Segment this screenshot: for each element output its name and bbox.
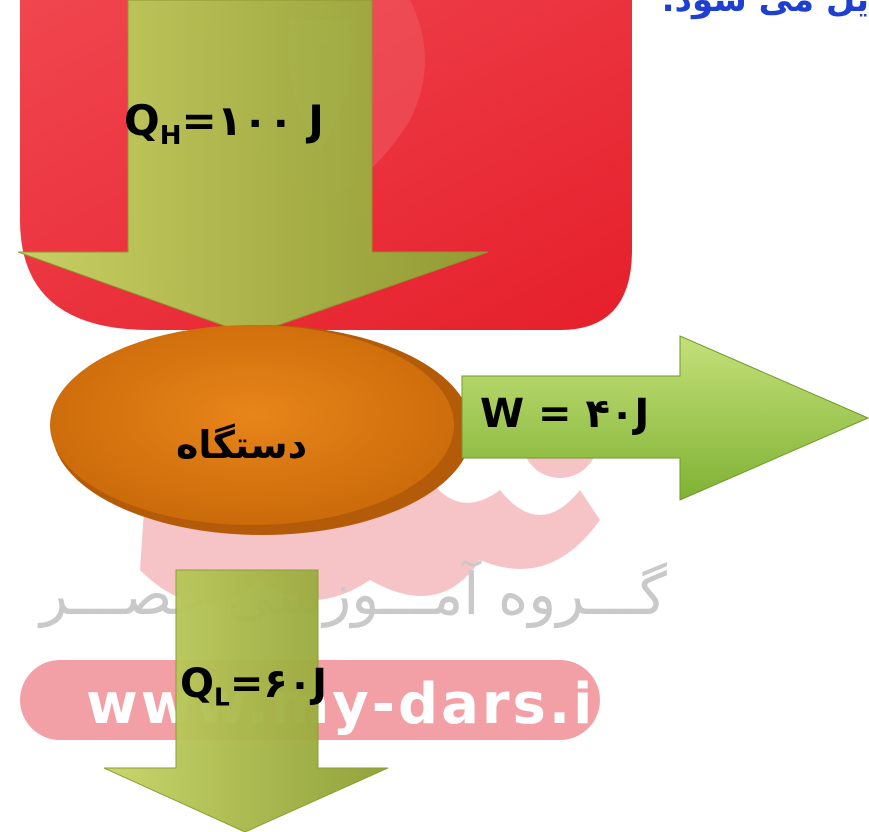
- output-heat-symbol: Q: [180, 661, 215, 707]
- output-heat-subscript: L: [214, 682, 230, 712]
- output-heat-value: =۶۰J: [229, 661, 328, 707]
- device-label: دستگاه: [176, 423, 308, 467]
- input-heat-arrow: [17, 0, 489, 336]
- watermark-url-text: www.my-dars.ir: [86, 672, 626, 737]
- output-heat-arrow: [103, 569, 389, 832]
- input-heat-subscript: H: [159, 121, 182, 152]
- input-heat-symbol: Q: [124, 96, 160, 145]
- input-heat-value: =۱۰۰ J: [181, 96, 324, 145]
- page-heading: یل می شود.: [661, 0, 869, 20]
- input-heat-label: QH=۱۰۰ J: [124, 100, 324, 152]
- work-output-arrow: [461, 335, 869, 501]
- work-output-label: W = ۴۰J: [480, 391, 650, 437]
- output-heat-label: QL=۶۰J: [180, 664, 327, 710]
- device-ellipse: [50, 325, 454, 525]
- watermark-persian-text: گـــروه آمـــوزشی عصـــر: [40, 560, 667, 628]
